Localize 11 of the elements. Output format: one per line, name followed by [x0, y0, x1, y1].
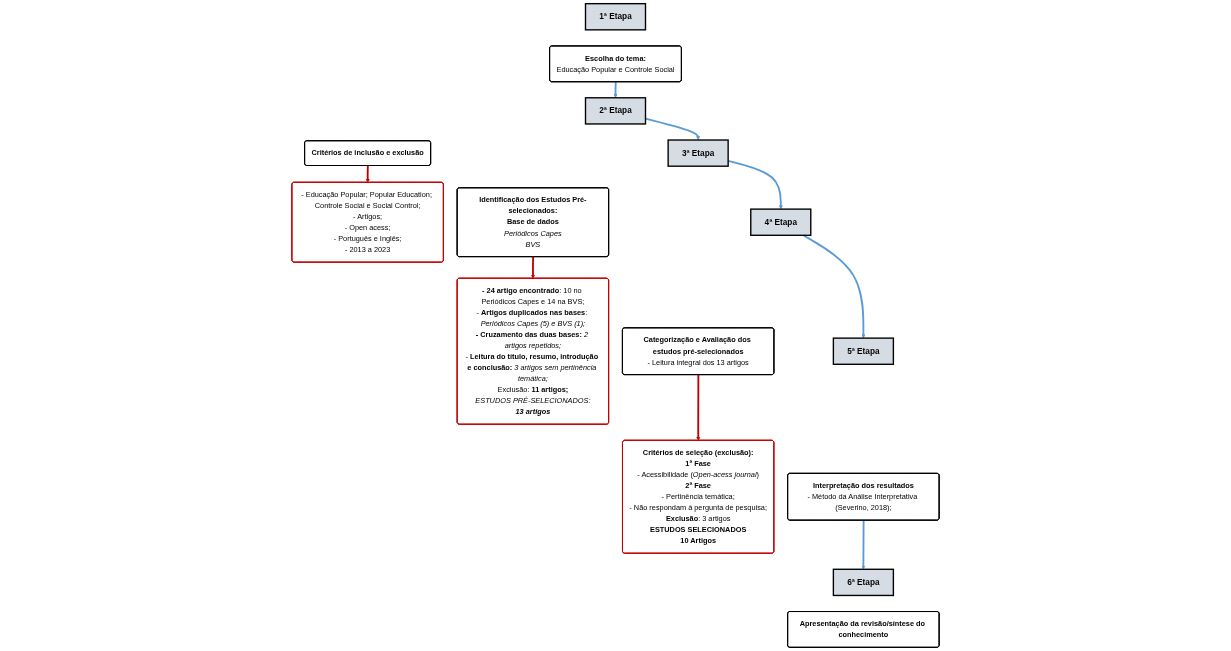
node-box: 5ª Etapa — [832, 337, 895, 365]
arrow — [861, 519, 866, 570]
arrow — [531, 255, 536, 279]
node-box: 4ª Etapa — [750, 208, 812, 236]
node-box: 6ª Etapa — [832, 568, 895, 597]
node-box: 2ª Etapa — [584, 97, 647, 125]
arrow — [696, 373, 701, 441]
node-box: 3ª Etapa — [667, 139, 729, 167]
arrow — [365, 164, 370, 183]
arrow — [802, 234, 866, 339]
node-box: 1ª Etapa — [584, 3, 647, 31]
